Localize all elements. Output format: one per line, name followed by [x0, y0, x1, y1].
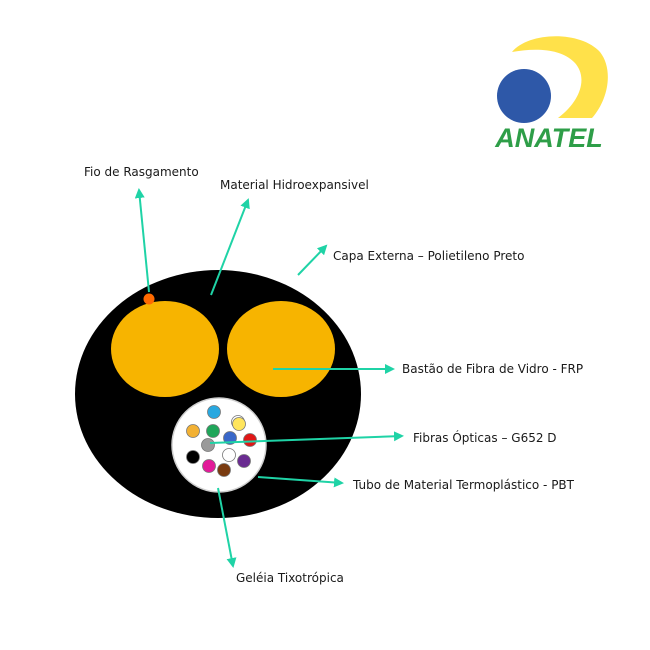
frp-rod-left: [111, 301, 219, 397]
label-gel: Geléia Tixotrópica: [236, 571, 344, 585]
frp-rod-right: [227, 301, 335, 397]
fiber-orange: [186, 424, 200, 438]
fiber-pink: [202, 459, 216, 473]
arrow-water-blocking: [210, 198, 250, 296]
logo-blue-circle: [497, 69, 551, 123]
label-ripcord: Fio de Rasgamento: [84, 165, 199, 179]
label-optical-fibers: Fibras Ópticas – G652 D: [413, 431, 557, 445]
fiber-green: [206, 424, 220, 438]
fiber-yellow: [232, 417, 246, 431]
arrow-gel: [217, 487, 237, 568]
arrow-loose-tube: [257, 476, 344, 488]
fiber-violet: [237, 454, 251, 468]
label-outer-jacket: Capa Externa – Polietileno Preto: [333, 249, 525, 263]
fiber-gray: [201, 438, 215, 452]
optical-fibers-group: [186, 405, 257, 477]
arrow-optical-fibers: [209, 431, 404, 444]
arrow-outer-jacket: [297, 244, 328, 276]
logo-text: ANATEL: [494, 123, 603, 153]
fiber-white: [222, 448, 236, 462]
fiber-blue-light: [207, 405, 221, 419]
logo-yellow-arc: [512, 36, 608, 118]
arrow-ripcord: [134, 188, 150, 293]
fiber-red: [243, 433, 257, 447]
anatel-logo: ANATEL: [494, 36, 608, 153]
ripcord-dot: [143, 293, 155, 305]
label-water-blocking: Material Hidroexpansivel: [220, 178, 369, 192]
fiber-brown: [217, 463, 231, 477]
fiber-black: [186, 450, 200, 464]
label-strength-member: Bastão de Fibra de Vidro - FRP: [402, 362, 584, 376]
label-loose-tube: Tubo de Material Termoplástico - PBT: [353, 478, 574, 492]
